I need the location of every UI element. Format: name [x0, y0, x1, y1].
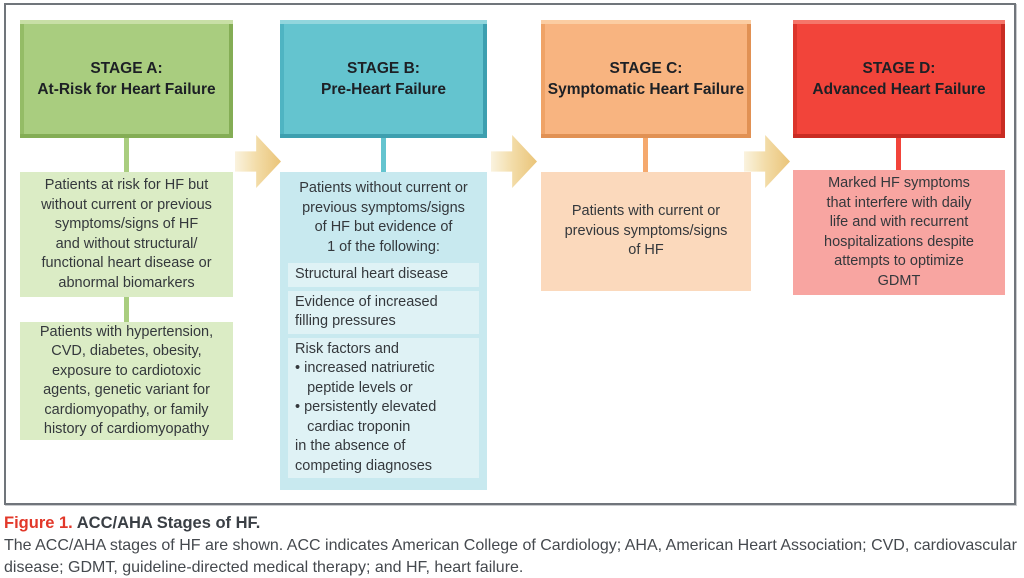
- stage-d-header: STAGE D: Advanced Heart Failure: [793, 20, 1005, 138]
- stage-b-intro-text: Patients without current or previous sym…: [299, 180, 468, 255]
- stage-b-connector: [381, 138, 386, 172]
- stage-c-title: STAGE C: Symptomatic Heart Failure: [547, 60, 745, 98]
- stage-d-title: STAGE D: Advanced Heart Failure: [812, 60, 986, 98]
- figure-caption-title: Figure 1. ACC/AHA Stages of HF.: [4, 513, 1017, 534]
- stage-b-header: STAGE B: Pre-Heart Failure: [280, 20, 487, 138]
- stage-a-description-1-text: Patients at risk for HF but without curr…: [41, 177, 212, 291]
- figure-caption-line-1: The ACC/AHA stages of HF are shown. ACC …: [4, 537, 1017, 554]
- stage-a-connector-2: [124, 297, 129, 322]
- stage-c-description-box: Patients with current or previous sympto…: [541, 172, 751, 291]
- stage-a-description-box-2: Patients with hypertension, CVD, diabete…: [20, 322, 233, 440]
- stage-b-title: STAGE B: Pre-Heart Failure: [321, 60, 446, 98]
- stage-a-title: STAGE A: At-Risk for Heart Failure: [37, 60, 216, 98]
- stage-d-connector: [896, 138, 901, 172]
- figure-number-label: Figure 1.: [4, 514, 73, 532]
- stage-b-criterion-3: Risk factors and • increased natriuretic…: [288, 337, 479, 478]
- stage-d-description-box: Marked HF symptoms that interfere with d…: [793, 170, 1005, 295]
- figure-caption: Figure 1. ACC/AHA Stages of HF. The ACC/…: [4, 513, 1017, 578]
- stage-a-description-2-text: Patients with hypertension, CVD, diabete…: [39, 323, 214, 438]
- stage-c-connector: [643, 138, 648, 172]
- stage-b-description-box: Patients without current or previous sym…: [280, 172, 487, 490]
- figure-caption-line-2: disease; GDMT, guideline-directed medica…: [4, 559, 524, 576]
- figure-title-text: ACC/AHA Stages of HF.: [72, 514, 261, 532]
- stage-b-criterion-1: Structural heart disease: [288, 263, 479, 287]
- diagram-frame: [4, 3, 1016, 505]
- stage-b-criterion-2: Evidence of increased filling pressures: [288, 290, 479, 334]
- stage-a-header: STAGE A: At-Risk for Heart Failure: [20, 20, 233, 138]
- stage-c-description-text: Patients with current or previous sympto…: [564, 203, 728, 259]
- stage-c-header: STAGE C: Symptomatic Heart Failure: [541, 20, 751, 138]
- stage-a-description-box-1: Patients at risk for HF but without curr…: [20, 172, 233, 297]
- stage-a-connector: [124, 138, 129, 172]
- stage-d-description-text: Marked HF symptoms that interfere with d…: [824, 175, 974, 289]
